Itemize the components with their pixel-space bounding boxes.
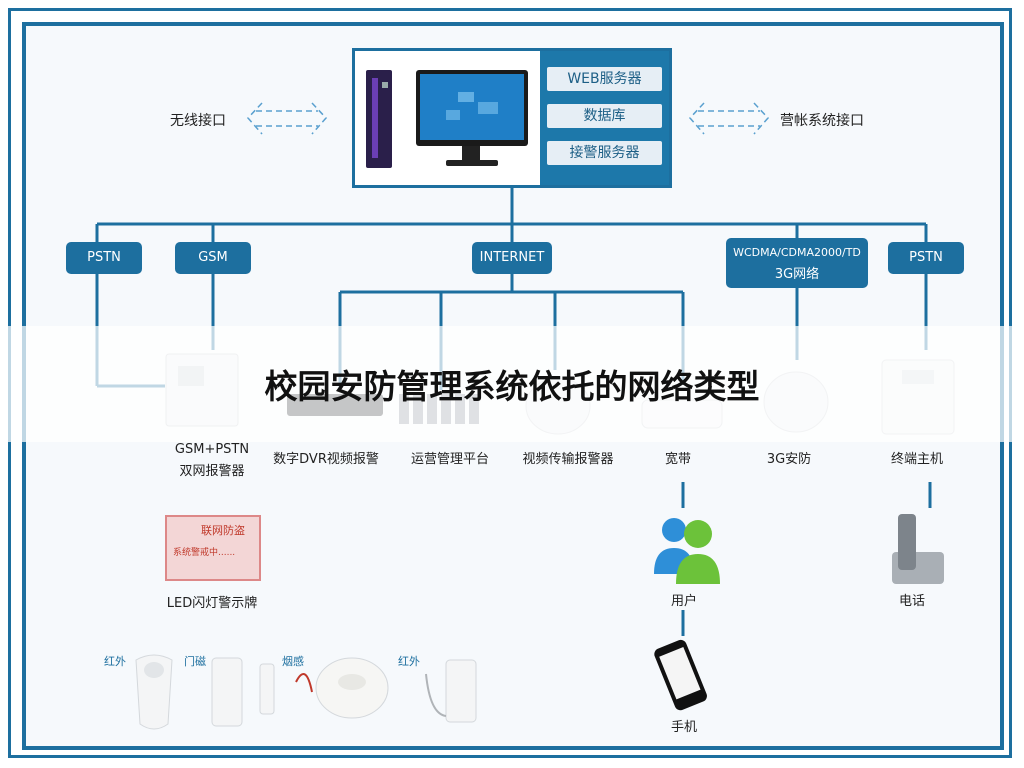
alarm-server-label: 接警服务器 [547, 141, 662, 165]
wireless-interface-label: 无线接口 [170, 113, 226, 129]
mobile-label: 手机 [670, 720, 698, 735]
infrared-label-1: 红外 [104, 655, 126, 668]
database-label: 数据库 [547, 104, 662, 128]
gas-detector-icon [425, 659, 477, 723]
gsm-pill: GSM [175, 242, 251, 274]
computer-icon [366, 70, 528, 168]
led-panel-line1: 联网防盗 [201, 524, 245, 537]
user-icon [654, 518, 720, 584]
door-sensor-label: 门磁 [184, 655, 206, 668]
smoke-detector-icon [295, 657, 389, 719]
door-sensor-icon [211, 657, 275, 727]
billing-interface-label: 营帐系统接口 [780, 113, 864, 129]
ops-platform-label: 运营管理平台 [410, 452, 490, 467]
3g-network-pill: WCDMA/CDMA2000/TD 3G网络 [726, 238, 868, 288]
wireless-arrow-icon [246, 102, 328, 135]
infrared-label-2: 红外 [398, 655, 420, 668]
terminal-host-label: 终端主机 [890, 452, 944, 467]
billing-arrow-icon [688, 102, 770, 135]
video-alarm-label: 视频传输报警器 [522, 452, 614, 467]
led-sign-label: LED闪灯警示牌 [166, 596, 258, 611]
user-label: 用户 [670, 594, 698, 609]
title-banner [0, 326, 1024, 442]
smoke-sensor-label: 烟感 [282, 655, 304, 668]
3g-network-line1: WCDMA/CDMA2000/TD [733, 246, 861, 259]
gsm-pstn-alarm-line2: 双网报警器 [179, 464, 245, 479]
web-server-label: WEB服务器 [547, 67, 662, 91]
dvr-label: 数字DVR视频报警 [273, 452, 379, 467]
led-panel-line2: 系统警戒中...... [173, 548, 236, 558]
infrared-sensor-icon [135, 654, 173, 730]
pstn-left-pill: PSTN [66, 242, 142, 274]
3g-network-line2: 3G网络 [774, 267, 820, 282]
3g-security-label: 3G安防 [766, 452, 812, 467]
internet-pill: INTERNET [472, 242, 552, 274]
led-sign-icon: 联网防盗 系统警戒中...... [165, 515, 261, 581]
telephone-label: 电话 [898, 594, 926, 609]
telephone-icon [892, 514, 944, 584]
broadband-label: 宽带 [664, 452, 692, 467]
pstn-right-pill: PSTN [888, 242, 964, 274]
page-title: 校园安防管理系统依托的网络类型 [264, 367, 760, 406]
mobile-phone-icon [654, 639, 707, 711]
gsm-pstn-alarm-line1: GSM+PSTN [174, 442, 250, 457]
